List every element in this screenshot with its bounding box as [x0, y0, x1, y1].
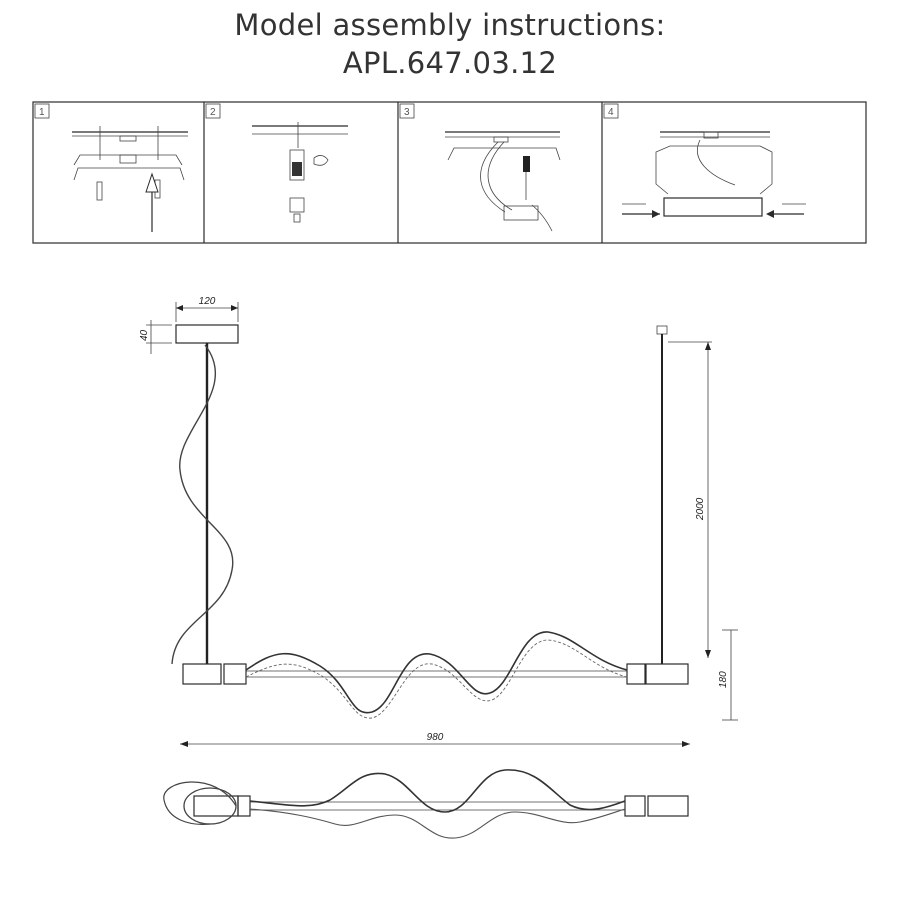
step-4-number: 4: [608, 107, 614, 118]
step-3-panel: 3: [399, 103, 561, 232]
step-4-panel: 4: [603, 103, 806, 218]
title-line-2-model-code: APL.647.03.12: [342, 46, 558, 80]
front-elevation-view: 120 40 2000 180: [139, 296, 738, 747]
dim-suspension-length: 2000: [695, 497, 706, 521]
ceiling-canopy: [175, 324, 239, 344]
power-cable: [171, 344, 234, 665]
step-1-number: 1: [39, 107, 45, 118]
dim-canopy-width: 120: [199, 296, 216, 307]
step-2-panel: 2: [205, 103, 348, 223]
lamp-body-front: [182, 631, 689, 719]
title-line-1: Model assembly instructions:: [234, 8, 666, 42]
assembly-steps-strip: 1 2: [32, 101, 867, 244]
step-2-number: 2: [210, 107, 216, 118]
step-3-number: 3: [404, 107, 410, 118]
plan-view: [163, 769, 689, 839]
step-1-panel: 1: [34, 103, 188, 232]
dim-body-height: 180: [718, 671, 729, 688]
dim-canopy-height: 40: [139, 329, 150, 341]
dim-overall-length: 980: [427, 732, 444, 743]
